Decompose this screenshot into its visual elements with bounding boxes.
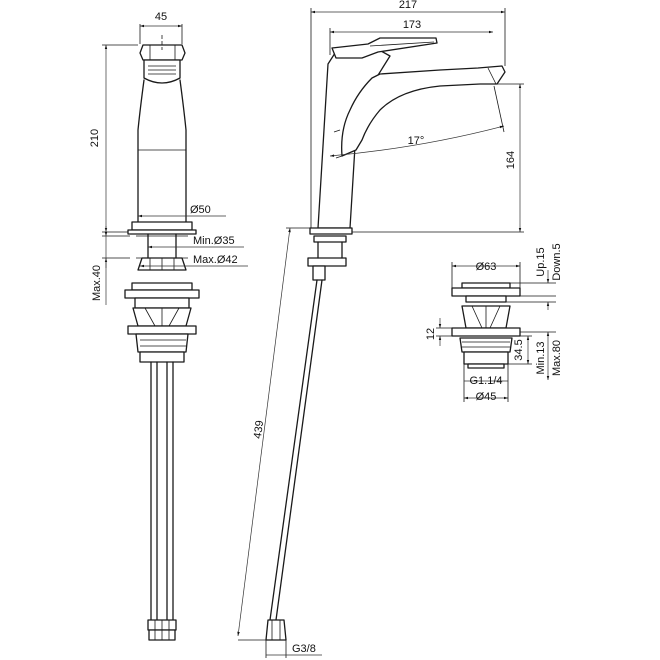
dim-hose-thread: G3/8: [292, 643, 316, 655]
dim-waste-down: Down.5: [551, 243, 563, 280]
dim-waste-up: Up.15: [535, 247, 547, 276]
dim-waste-thread: G1.1/4: [469, 375, 502, 387]
front-hoses: [150, 361, 174, 621]
dim-spout-reach: 173: [403, 19, 421, 31]
dim-hole-max: Max.Ø42: [193, 254, 238, 266]
side-base: [309, 227, 353, 235]
side-view: 217 173 17° 164 439 G3/8: [237, 0, 524, 658]
dim-waste-max: Max.80: [551, 340, 563, 376]
front-body: [137, 79, 187, 223]
dim-waste-body: 34.5: [513, 339, 525, 360]
dim-waste-diameter: Ø63: [476, 261, 497, 273]
side-nut: [307, 257, 347, 267]
waste-detail: Ø63 Up.15 Down.5 12 34.5 Min.13 Max.80 G…: [425, 243, 563, 403]
side-hose: [269, 279, 323, 621]
front-view: 45 210 Ø50 Min.Ø35 Max.Ø42 Max.40: [89, 11, 248, 641]
waste-flange: [451, 327, 521, 337]
waste-plug: [461, 282, 511, 289]
front-aerator: [143, 59, 181, 84]
side-hose-nut: [265, 619, 287, 641]
dim-spout-diameter: Ø50: [190, 204, 211, 216]
front-base: [131, 221, 193, 231]
dim-waste-flange: 12: [425, 328, 437, 340]
dim-overall-length: 217: [399, 0, 417, 11]
dim-spout-angle: 17°: [408, 135, 425, 147]
dim-front-height: 210: [89, 129, 101, 147]
side-lever: [331, 37, 438, 59]
dim-waste-min: Min.13: [535, 341, 547, 374]
dim-front-width: 45: [155, 11, 167, 23]
dim-waste-body-diameter: Ø45: [476, 391, 497, 403]
waste-body: [459, 337, 513, 353]
dim-hole-min: Min.Ø35: [193, 235, 235, 247]
dim-hose-length: 439: [252, 420, 266, 440]
dim-spout-height: 164: [505, 151, 517, 169]
front-waste-flange: [131, 282, 193, 291]
front-lever: [139, 44, 186, 61]
dim-deck-max: Max.40: [91, 265, 103, 301]
